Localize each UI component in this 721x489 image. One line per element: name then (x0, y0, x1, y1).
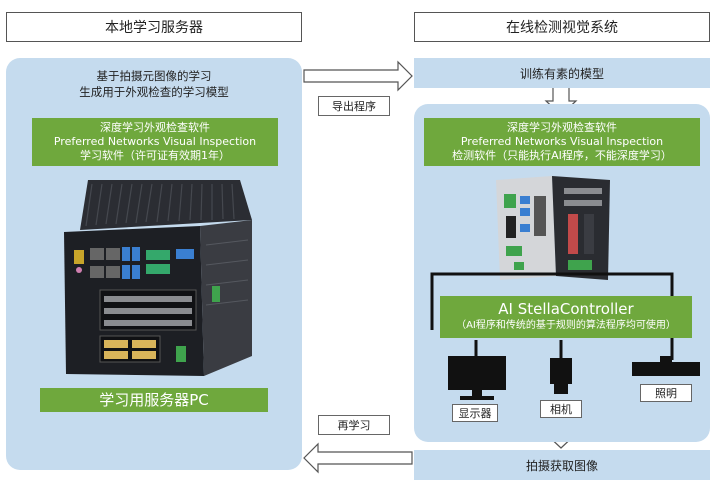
right-software-line2: Preferred Networks Visual Inspection (460, 135, 664, 148)
left-intro: 基于拍摄元图像的学习 生成用于外观检查的学习模型 (6, 68, 302, 100)
controller-sub: （AI程序和传统的基于规则的算法程序均可使用） (456, 320, 676, 331)
left-software-line3: 学习软件（许可证有效期1年） (80, 149, 230, 162)
capture-band: 拍摄获取图像 (414, 450, 710, 480)
export-label: 导出程序 (318, 96, 390, 116)
relearn-arrow (303, 442, 413, 474)
right-header: 在线检测视觉系统 (414, 12, 710, 42)
model-band: 训练有素的模型 (414, 58, 710, 88)
controller-box: AI StellaController （AI程序和传统的基于规则的算法程序均可… (440, 296, 692, 338)
relearn-label: 再学习 (318, 415, 390, 435)
left-header: 本地学习服务器 (6, 12, 302, 42)
left-intro-line1: 基于拍摄元图像的学习 (96, 69, 212, 83)
pc-label: 学习用服务器PC (40, 388, 268, 412)
left-intro-line2: 生成用于外观检查的学习模型 (79, 85, 229, 99)
left-software-line2: Preferred Networks Visual Inspection (53, 135, 257, 148)
export-arrow (303, 60, 413, 92)
camera-label: 相机 (540, 400, 582, 418)
display-label: 显示器 (452, 404, 498, 422)
right-software-box: 深度学习外观检查软件 Preferred Networks Visual Ins… (424, 118, 700, 166)
left-software-line1: 深度学习外观检查软件 (100, 121, 210, 134)
light-label: 照明 (640, 384, 692, 402)
right-software-line1: 深度学习外观检查软件 (507, 121, 617, 134)
left-software-box: 深度学习外观检查软件 Preferred Networks Visual Ins… (32, 118, 278, 166)
right-software-line3: 检测软件（只能执行AI程序，不能深度学习） (452, 149, 672, 162)
controller-title: AI StellaController (498, 300, 634, 318)
